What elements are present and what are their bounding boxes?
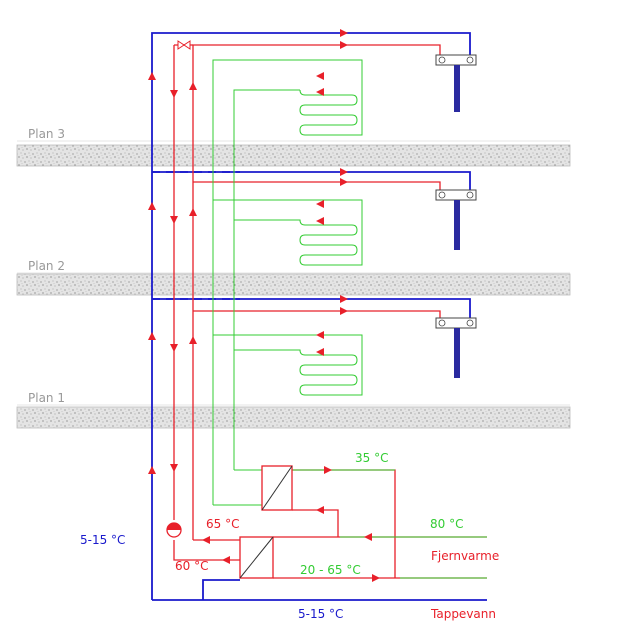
circulation-pump	[166, 522, 182, 538]
label-cold-supply-left: 5-15 °C	[80, 533, 125, 547]
label-district-return-temp: 20 - 65 °C	[300, 563, 361, 577]
label-district-heating: Fjernvarme	[431, 549, 499, 563]
floor-coil-plan-2	[213, 199, 363, 266]
floor-label-plan-1: Plan 1	[28, 391, 65, 405]
label-tap-water: Tappevann	[430, 607, 496, 621]
cold-branch-plan-1	[152, 298, 471, 318]
hot-water-pipes	[173, 44, 441, 561]
heating-supply-riser	[233, 89, 300, 470]
label-hot-water-temp: 65 °C	[206, 517, 239, 531]
label-district-supply-temp: 80 °C	[430, 517, 463, 531]
cold-branch-plan-2	[152, 171, 471, 190]
cold-main-riser	[202, 579, 240, 600]
heating-return-riser	[212, 59, 300, 505]
tap-water-exchanger	[239, 536, 274, 579]
space-heating-exchanger	[261, 465, 293, 511]
label-circulation-temp: 60 °C	[175, 559, 208, 573]
cold-dashed-segments	[152, 171, 240, 300]
flow-arrows	[148, 29, 380, 582]
label-heating-supply-temp: 35 °C	[355, 451, 388, 465]
dh-to-space-hx	[292, 509, 339, 537]
fixtures	[435, 54, 477, 378]
cold-water-pipes	[151, 32, 487, 601]
hot-to-pump	[173, 540, 240, 561]
floor-coil-plan-3	[299, 59, 363, 136]
fixture-plan-2	[435, 189, 477, 250]
dh-from-space-hx	[292, 469, 396, 578]
label-cold-supply-bottom: 5-15 °C	[298, 607, 343, 621]
cold-main-loop	[151, 32, 471, 600]
slab-plan-1	[16, 406, 571, 429]
hot-supply-riser	[192, 44, 441, 540]
diagram-labels: 5-15 °C 5-15 °C 65 °C 60 °C 35 °C 80 °C …	[80, 451, 499, 621]
hot-branch-plan-1	[193, 310, 441, 318]
floor-label-plan-3: Plan 3	[28, 127, 65, 141]
floor-coil-plan-1	[213, 334, 363, 396]
floor-label-plan-2: Plan 2	[28, 259, 65, 273]
slab-plan-3	[16, 144, 571, 167]
fixture-plan-3	[435, 54, 477, 112]
fixture-plan-1	[435, 317, 477, 378]
hot-branch-plan-2	[193, 181, 441, 190]
slab-plan-2	[16, 273, 571, 296]
floor-slabs	[16, 144, 571, 429]
heat-exchangers	[239, 465, 293, 579]
balancing-valve	[177, 40, 191, 50]
floor-labels: Plan 3 Plan 2 Plan 1	[17, 127, 570, 406]
